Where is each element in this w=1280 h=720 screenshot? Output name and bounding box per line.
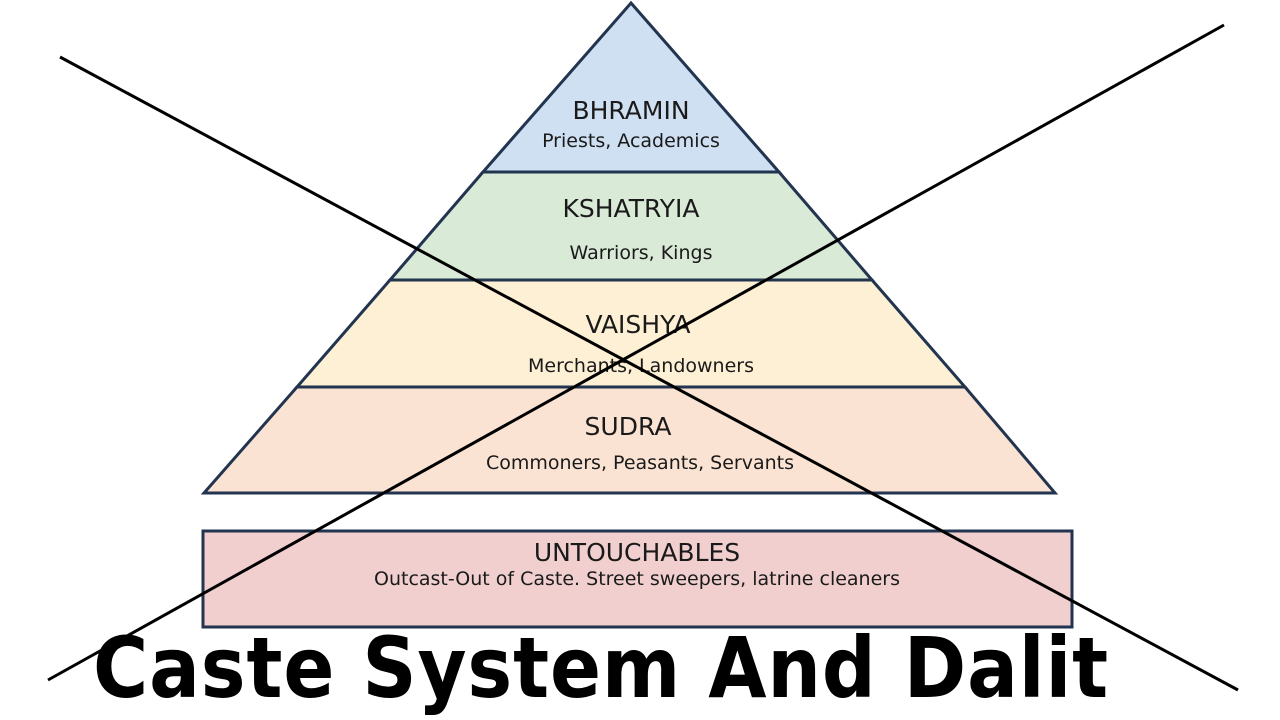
cross-line-descending [59, 55, 1239, 692]
outcast-description: Outcast-Out of Caste. Street sweepers, l… [374, 568, 900, 590]
cross-line-ascending [47, 23, 1225, 682]
outcast-name: UNTOUCHABLES [534, 538, 740, 567]
caption-title: Caste System And Dalit [93, 619, 1109, 717]
tier-sudra-name: SUDRA [585, 412, 672, 441]
tier-sudra-description: Commoners, Peasants, Servants [486, 452, 794, 474]
tier-bhramin-name: BHRAMIN [572, 96, 689, 125]
tier-vaishya-name: VAISHYA [585, 310, 690, 339]
pyramid: BHRAMIN Priests, Academics KSHATRYIA War… [200, 0, 1059, 495]
tier-kshatryia-description: Warriors, Kings [570, 242, 713, 264]
cross-out-mark [47, 23, 1239, 692]
outcast-box: UNTOUCHABLES Outcast-Out of Caste. Stree… [201, 529, 1074, 629]
tier-sudra-shape [200, 385, 1059, 495]
outcast-box-shape [201, 529, 1074, 629]
tier-kshatryia-name: KSHATRYIA [562, 194, 699, 223]
tier-vaishya-description: Merchants, Landowners [528, 355, 754, 377]
tier-bhramin-description: Priests, Academics [542, 130, 720, 152]
